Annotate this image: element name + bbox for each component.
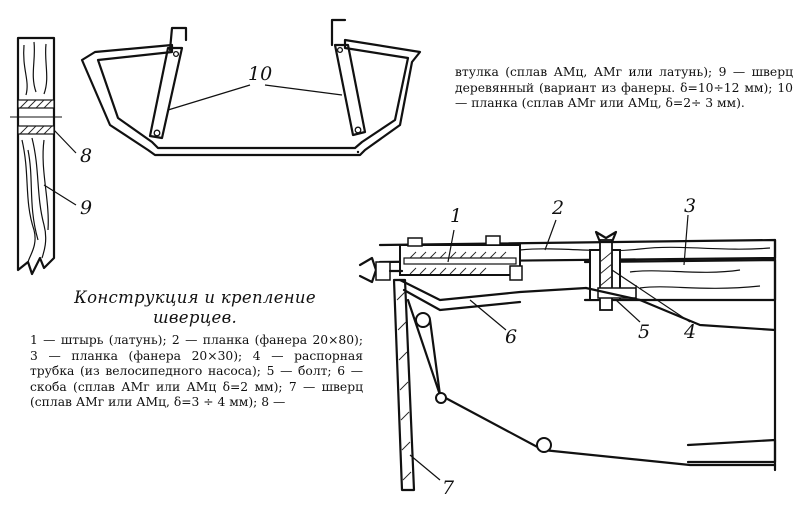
label-6: 6	[505, 326, 517, 348]
wooden-leeboard-section	[10, 36, 77, 276]
figure-caption-title: Конструкция и крепление шверцев.	[30, 288, 360, 328]
label-10: 10	[248, 63, 272, 85]
label-2: 2	[551, 197, 564, 219]
legend-text-left: 1 — штырь (латунь); 2 — планка (фанера 2…	[30, 333, 363, 409]
label-8: 8	[80, 145, 92, 167]
label-5: 5	[638, 321, 650, 343]
side-section-assembly	[358, 214, 777, 492]
caption-title-line2: шверцев.	[152, 308, 238, 327]
label-4: 4	[683, 321, 696, 343]
top-frame-view	[80, 18, 422, 157]
label-9: 9	[80, 197, 92, 219]
label-7: 7	[442, 477, 455, 499]
legend-text-right: втулка (сплав АМц, АМг или латунь); 9 — …	[455, 65, 793, 110]
label-3: 3	[684, 195, 696, 217]
label-1: 1	[450, 205, 462, 227]
caption-title-line1: Конструкция и крепление	[74, 288, 316, 307]
